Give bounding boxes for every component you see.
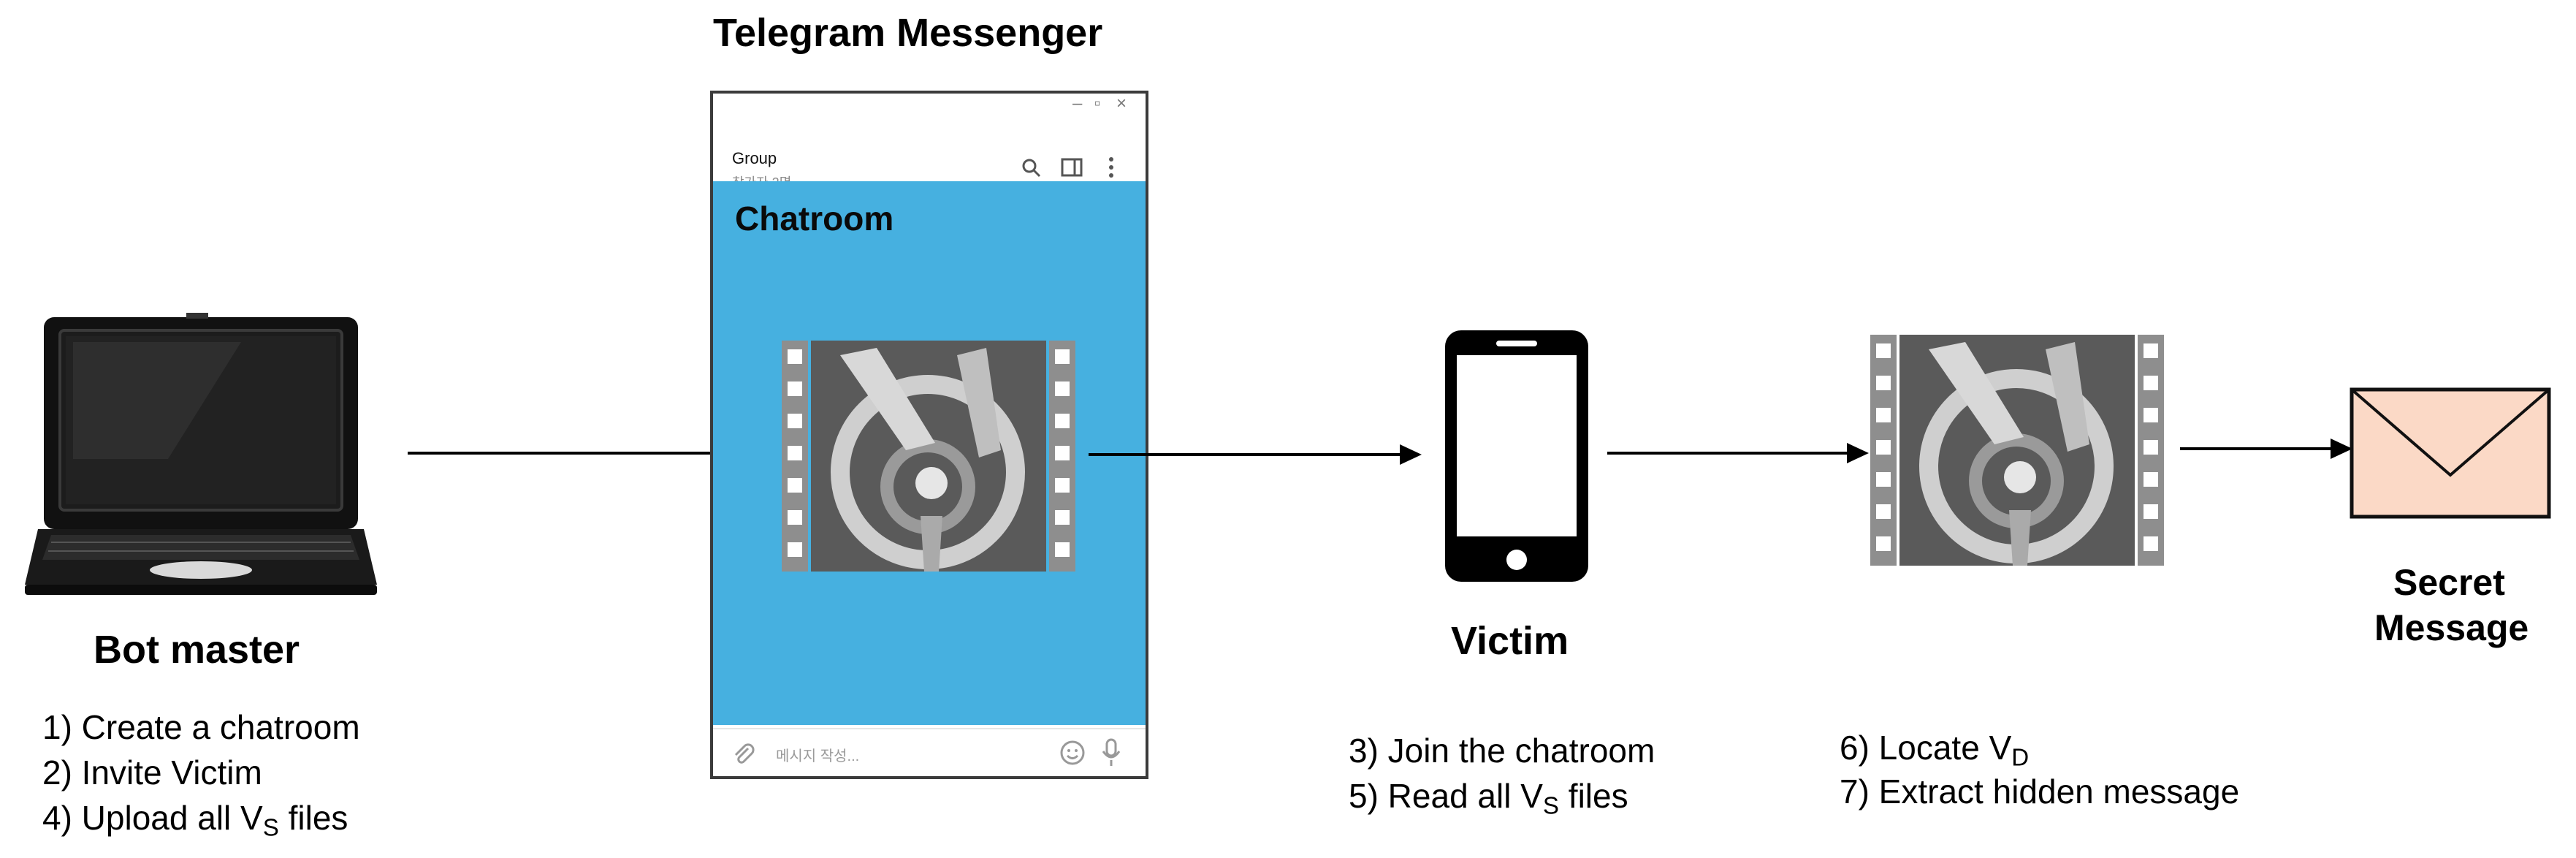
arrow-head xyxy=(1400,444,1422,465)
video-step-6: 6) Locate VD xyxy=(1840,729,2030,772)
search-icon[interactable] xyxy=(1021,158,1042,178)
video-step-7: 7) Extract hidden message xyxy=(1840,772,2240,810)
victim-step-5: 5) Read all VS files xyxy=(1349,777,1628,820)
bot-master-step-4: 4) Upload all VS files xyxy=(42,799,348,842)
bot-master-title: Bot master xyxy=(94,628,300,672)
arrow-victim-to-video xyxy=(1607,452,1848,455)
sidebar-toggle-icon[interactable] xyxy=(1061,158,1083,177)
secret-message-line1: Secret xyxy=(2393,562,2505,603)
maximize-icon[interactable]: ▫ xyxy=(1094,94,1101,113)
attach-icon[interactable] xyxy=(731,741,755,766)
telegram-title: Telegram Messenger xyxy=(713,11,1103,55)
victim-step-3: 3) Join the chatroom xyxy=(1349,732,1655,770)
message-input[interactable]: 메시지 작성... xyxy=(776,748,860,764)
video-file-icon xyxy=(782,341,1075,572)
microphone-icon[interactable] xyxy=(1100,738,1122,767)
emoji-icon[interactable] xyxy=(1059,740,1086,766)
window-titlebar: – ▫ × xyxy=(713,94,1146,120)
bot-master-step-2: 2) Invite Victim xyxy=(42,753,262,791)
arrow-botmaster-to-chat xyxy=(408,452,758,455)
arrow-video-to-message xyxy=(2180,447,2332,450)
message-input-bar[interactable]: 메시지 작성... xyxy=(713,728,1146,778)
victim-title: Victim xyxy=(1451,619,1569,663)
minimize-icon[interactable]: – xyxy=(1072,94,1083,113)
more-options-icon[interactable] xyxy=(1108,156,1115,178)
bot-master-step-1: 1) Create a chatroom xyxy=(42,708,360,746)
group-name: Group xyxy=(732,149,777,167)
arrow-head xyxy=(1847,443,1869,463)
located-video-icon xyxy=(1870,335,2164,566)
close-icon[interactable]: × xyxy=(1116,94,1127,113)
envelope-icon xyxy=(2350,387,2551,519)
smartphone-icon xyxy=(1445,330,1588,582)
secret-message-line2: Message xyxy=(2374,607,2529,648)
laptop-icon xyxy=(25,313,377,595)
chatroom-label: Chatroom xyxy=(735,200,894,238)
arrow-head xyxy=(2331,439,2352,459)
arrow-chat-to-victim xyxy=(1089,453,1401,456)
